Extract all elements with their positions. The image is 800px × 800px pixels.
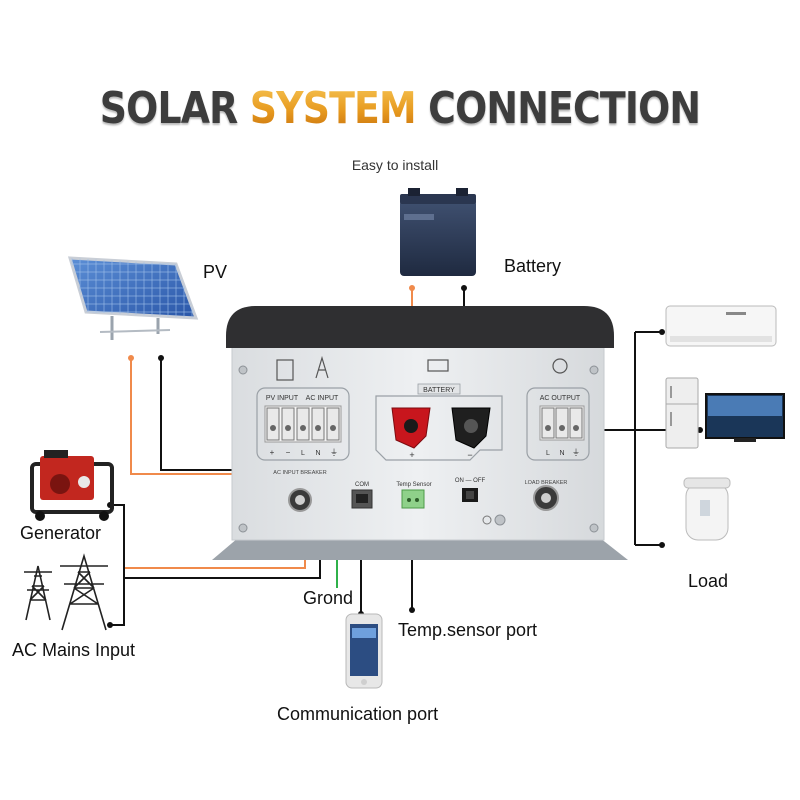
smartphone-icon bbox=[345, 613, 383, 689]
battery-icon bbox=[400, 188, 476, 276]
wire-dot-load-1 bbox=[659, 329, 665, 335]
label-load: Load bbox=[688, 571, 729, 591]
diagram-title: SOLAR SYSTEM CONNECTION bbox=[56, 84, 744, 134]
out-l: L bbox=[546, 450, 550, 457]
title-word-system: SYSTEM bbox=[249, 83, 417, 134]
label-ac-mains: AC Mains Input bbox=[12, 640, 136, 660]
label-temp-sensor: Temp.sensor port bbox=[398, 620, 538, 640]
label-pv: PV bbox=[203, 262, 228, 282]
com-port: COM bbox=[351, 482, 373, 509]
temp-sensor-port-label: Temp Sensor bbox=[396, 482, 431, 488]
refrigerator-icon bbox=[665, 377, 699, 449]
generator-icon bbox=[30, 450, 114, 521]
term-plus: + bbox=[270, 448, 275, 457]
com-port-label: COM bbox=[355, 482, 369, 488]
wire-generator bbox=[110, 504, 125, 626]
ac-input-label: AC INPUT bbox=[306, 395, 339, 402]
out-n: N bbox=[559, 450, 564, 457]
diagram-subtitle: Easy to install bbox=[351, 157, 439, 173]
battery-terminal-block: BATTERY + − bbox=[375, 359, 503, 461]
out-gnd: ⏚ bbox=[572, 448, 580, 457]
battery-plus: + bbox=[409, 450, 414, 460]
title-word-solar: SOLAR bbox=[99, 83, 239, 134]
temp-sensor-port: Temp Sensor bbox=[396, 482, 432, 509]
ac-input-breaker-label: AC INPUT BREAKER bbox=[273, 470, 326, 476]
pv-ac-input-terminal: PV INPUT AC INPUT + − L N ⏚ bbox=[256, 355, 350, 461]
wire-load bbox=[578, 331, 700, 546]
power-pylon-icon bbox=[24, 553, 108, 631]
label-generator: Generator bbox=[20, 523, 102, 543]
wire-dot-load-3 bbox=[659, 542, 665, 548]
label-ground: Grond bbox=[303, 588, 354, 608]
wire-dot-temp bbox=[409, 607, 415, 613]
wire-dot-gen-2 bbox=[107, 622, 113, 628]
load-breaker: LOAD BREAKER bbox=[525, 480, 568, 511]
term-l: L bbox=[301, 450, 305, 457]
label-communication: Communication port bbox=[277, 704, 439, 724]
load-breaker-label: LOAD BREAKER bbox=[525, 480, 568, 486]
power-switch: ON — OFF bbox=[455, 478, 506, 526]
term-gnd: ⏚ bbox=[330, 448, 338, 457]
water-boiler-icon bbox=[683, 477, 731, 541]
pv-input-label: PV INPUT bbox=[266, 395, 299, 402]
title-word-connection: CONNECTION bbox=[428, 83, 701, 134]
power-switch-label: ON — OFF bbox=[455, 478, 486, 484]
wire-dot-batt-neg bbox=[461, 285, 467, 291]
term-n: N bbox=[315, 450, 320, 457]
air-conditioner-icon bbox=[665, 305, 777, 347]
ac-input-breaker: AC INPUT BREAKER bbox=[273, 470, 327, 512]
label-battery: Battery bbox=[504, 256, 562, 276]
television-icon bbox=[705, 393, 785, 442]
wire-dot-pv-pos bbox=[128, 355, 134, 361]
ac-output-terminal: AC OUTPUT L N ⏚ bbox=[526, 358, 590, 461]
wire-dot-pv-neg bbox=[158, 355, 164, 361]
ac-output-label: AC OUTPUT bbox=[540, 395, 581, 402]
solar-panel-icon bbox=[67, 256, 199, 340]
wire-dot-batt-pos bbox=[409, 285, 415, 291]
battery-minus: − bbox=[467, 450, 472, 460]
battery-terminal-label: BATTERY bbox=[423, 387, 455, 394]
term-minus: − bbox=[286, 448, 291, 457]
